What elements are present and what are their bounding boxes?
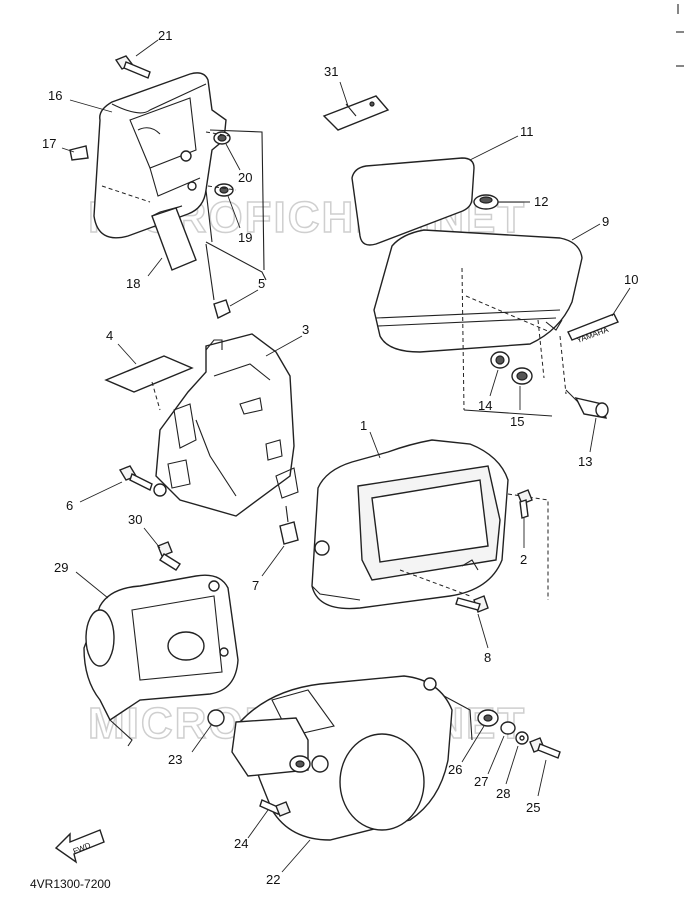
callout-25: 25 [526,800,540,815]
callout-17: 17 [42,136,56,151]
callout-9: 9 [602,214,609,229]
callout-14: 14 [478,398,492,413]
leader-lines [61,39,631,873]
callout-24: 24 [234,836,248,851]
callout-20: 20 [238,170,252,185]
callout-4: 4 [106,328,113,343]
clip-5 [205,241,267,320]
callout-1: 1 [360,418,367,433]
callout-30: 30 [128,512,142,527]
arrow-17 [69,145,89,161]
callout-labels: 21 16 17 20 19 18 5 4 3 6 7 31 11 12 9 1… [42,28,638,887]
collar-27 [500,721,516,735]
callout-13: 13 [578,454,592,469]
callout-27: 27 [474,774,488,789]
callout-22: 22 [266,872,280,887]
bolt-8 [455,595,489,613]
pad-4 [104,355,194,411]
callout-11: 11 [520,124,534,139]
callout-26: 26 [448,762,462,777]
callout-5: 5 [258,276,265,291]
bolt-2 [517,489,533,519]
grommet-20 [213,131,231,145]
bolt-25 [529,737,561,759]
callout-7: 7 [252,578,259,593]
callout-10: 10 [624,272,638,287]
callout-15: 15 [510,414,524,429]
callout-21: 21 [158,28,172,43]
callout-29: 29 [54,560,68,575]
bolt-30 [157,541,181,571]
bolt-21 [114,55,151,79]
grommet-26 [477,709,499,727]
grommet-12 [473,194,499,210]
clip-7 [279,505,299,545]
air-cleaner-cover-22 [239,675,473,841]
nut-14 [490,351,510,369]
washer-28 [515,731,529,745]
callout-8: 8 [484,650,491,665]
air-cleaner-case-1 [311,439,509,610]
callout-3: 3 [302,322,309,337]
bracket-3 [153,333,299,517]
callout-19: 19 [238,230,252,245]
callout-31: 31 [324,64,338,79]
bolt-24 [259,799,291,817]
spacer-15 [511,367,533,385]
page-edge-marks [676,4,684,67]
document-id: 4VR1300-7200 [30,877,111,891]
callout-23: 23 [168,752,182,767]
fwd-arrow: FWD [54,829,105,864]
callout-16: 16 [48,88,62,103]
callout-2: 2 [520,552,527,567]
pad-11 [351,157,475,246]
hose-23 [207,709,329,777]
callout-18: 18 [126,276,140,291]
side-cover-9 [373,229,583,353]
bolt-6 [118,465,153,491]
tag-31 [322,95,390,131]
screw-13 [565,389,609,419]
callout-28: 28 [496,786,510,801]
cover-29 [83,574,239,747]
callout-6: 6 [66,498,73,513]
pad-18 [151,205,197,271]
grommet-19 [214,183,234,197]
emblem-10: YAMAHA [567,313,619,345]
callout-12: 12 [534,194,548,209]
